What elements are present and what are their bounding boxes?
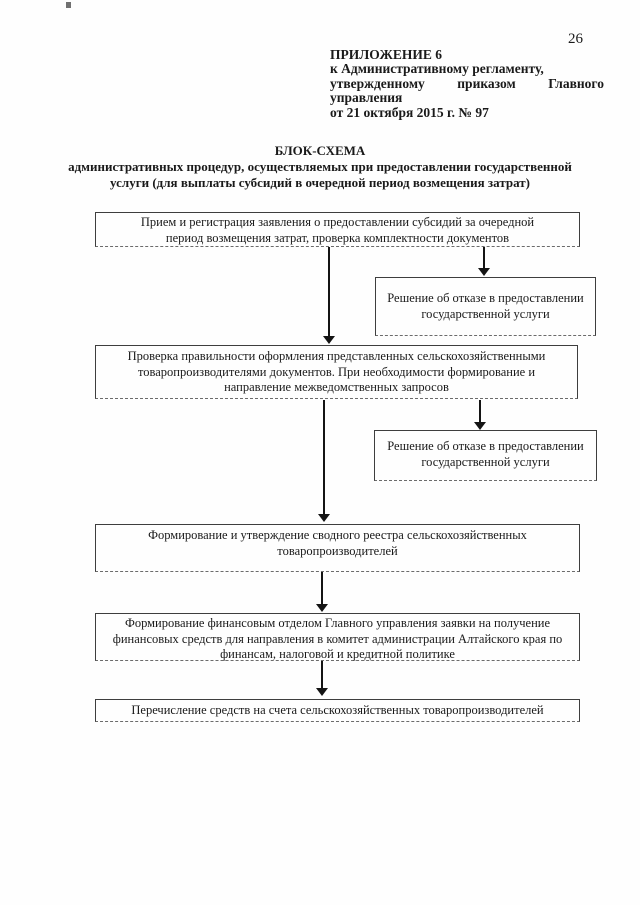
flow-box-line: Прием и регистрация заявления о предоста… — [140, 215, 535, 229]
arrow-down-step4-step5 — [316, 661, 328, 696]
flow-box-line: товаропроизводителями документов. При не… — [137, 364, 536, 379]
flow-box-line: Формирование финансовым отделом Главного… — [124, 616, 551, 630]
flow-box-line: финансам, налоговой и кредитной политике — [220, 647, 455, 661]
flowchart-subtitle-line1: административных процедур, осуществляемы… — [68, 159, 572, 174]
flow-box-line: государственной услуги — [421, 306, 550, 321]
appendix-word: приказом — [457, 75, 516, 91]
flow-box-line: направление межведомственных запросов — [224, 380, 449, 394]
arrowhead-icon — [323, 336, 335, 344]
scan-artifact-mark — [66, 2, 71, 8]
flow-box-line: Проверка правильности оформления предста… — [127, 349, 546, 363]
arrowhead-icon — [316, 604, 328, 612]
arrow-down-step1-reject1 — [478, 247, 490, 276]
appendix-line-regulation: к Административному регламенту, — [330, 61, 544, 77]
flow-box-line: Формирование и утверждение сводного реес… — [148, 528, 527, 542]
appendix-word: утвержденному — [330, 75, 425, 91]
arrow-down-step2-reject2 — [474, 400, 486, 430]
flow-box-step-4: Формирование финансовым отделом Главного… — [95, 613, 580, 661]
flow-box-step-5: Перечисление средств на счета сельскохоз… — [95, 699, 580, 722]
flowchart-subtitle-line2: услуги (для выплаты субсидий в очередной… — [110, 175, 530, 190]
flow-box-reject-1: Решение об отказе в предоставлении госуд… — [375, 277, 596, 336]
flow-box-reject-2: Решение об отказе в предоставлении госуд… — [374, 430, 597, 481]
arrow-down-step3-step4 — [316, 572, 328, 612]
flow-box-line: Перечисление средств на счета сельскохоз… — [131, 703, 544, 717]
arrow-down-step2-step3 — [318, 400, 330, 522]
appendix-number: ПРИЛОЖЕНИЕ 6 — [330, 47, 442, 62]
arrowhead-icon — [316, 688, 328, 696]
flow-box-line: товаропроизводителей — [277, 543, 398, 558]
appendix-word: Главного — [548, 75, 604, 91]
arrowhead-icon — [474, 422, 486, 430]
appendix-header: ПРИЛОЖЕНИЕ 6 к Административному регламе… — [330, 47, 604, 120]
appendix-line-order: утвержденному приказом Главного — [330, 75, 604, 91]
flowchart-heading: БЛОК-СХЕМА — [274, 143, 366, 158]
arrowhead-icon — [478, 268, 490, 276]
appendix-line-department: управления — [330, 90, 403, 106]
arrowhead-icon — [318, 514, 330, 522]
flow-box-line: Решение об отказе в предоставлении — [387, 291, 584, 305]
appendix-line-date: от 21 октября 2015 г. № 97 — [330, 104, 489, 120]
flow-box-step-1: Прием и регистрация заявления о предоста… — [95, 212, 580, 247]
flow-box-step-2: Проверка правильности оформления предста… — [95, 345, 578, 399]
flow-box-step-3: Формирование и утверждение сводного реес… — [95, 524, 580, 572]
flow-box-line: государственной услуги — [421, 454, 550, 469]
arrow-down-step1-step2 — [323, 247, 335, 344]
flowchart-title-block: БЛОК-СХЕМА административных процедур, ос… — [60, 143, 580, 191]
flow-box-line: период возмещения затрат, проверка компл… — [165, 230, 510, 245]
flow-box-line: Решение об отказе в предоставлении — [387, 439, 584, 453]
flow-box-line: финансовых средств для направления в ком… — [112, 631, 563, 646]
page-number: 26 — [568, 31, 583, 47]
